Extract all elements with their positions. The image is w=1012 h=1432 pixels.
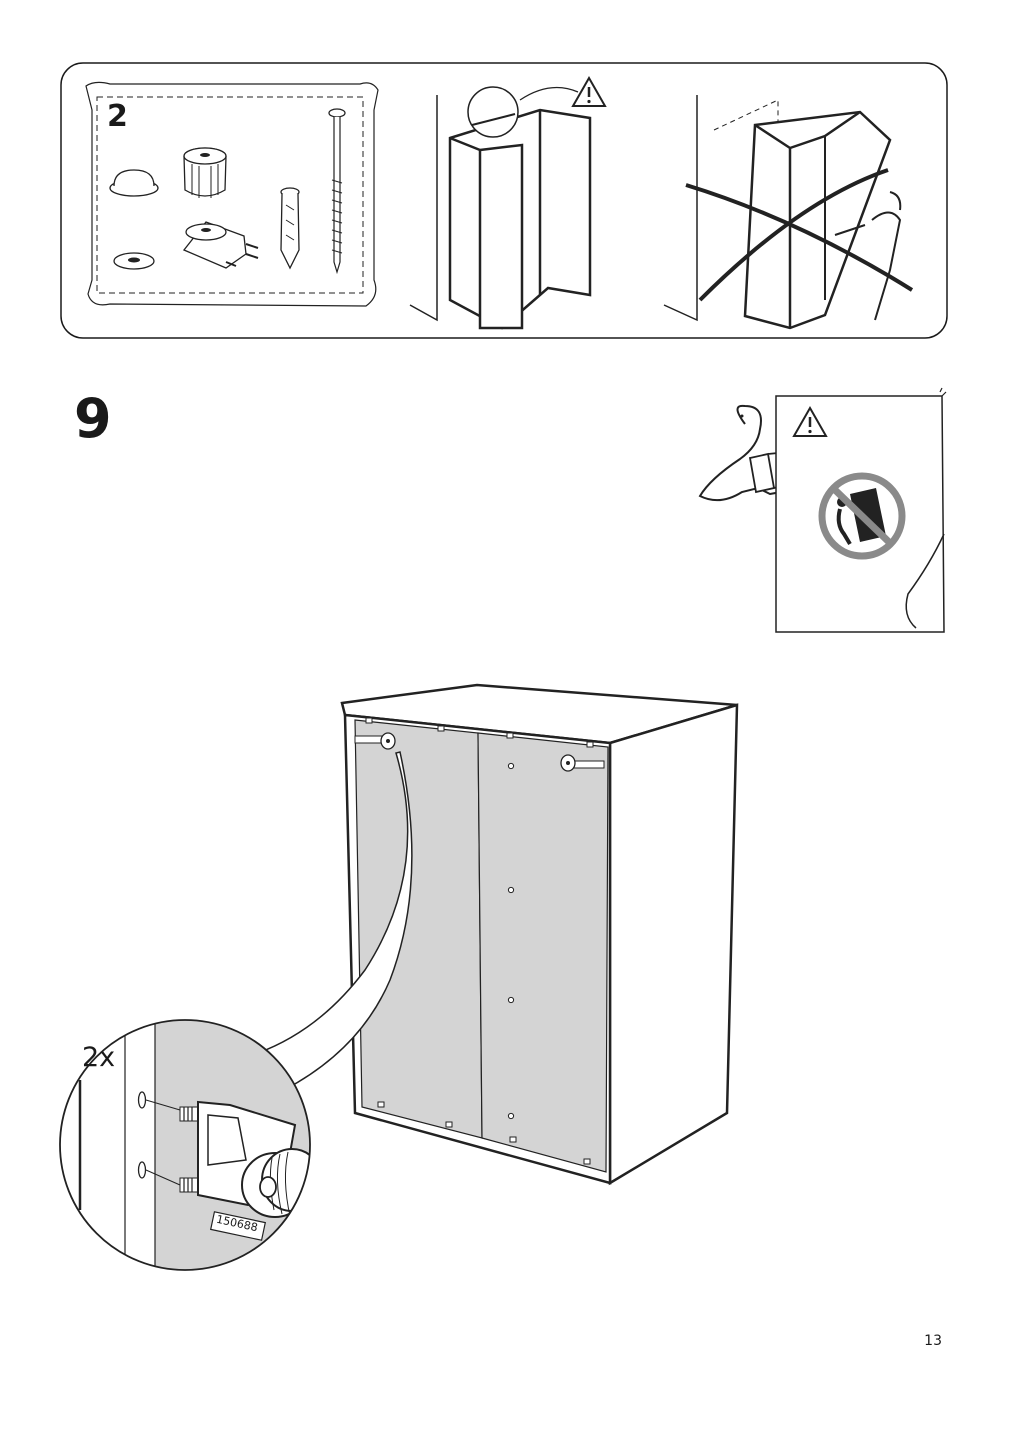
washer-icon (113, 252, 155, 270)
bracket-fitting-icon (182, 221, 259, 269)
wall-plug-icon (280, 187, 300, 270)
read-manual-icon (698, 387, 947, 633)
wall-anchor-kit-bag (85, 81, 379, 307)
wall-mounted-cabinet-illustration (409, 75, 607, 330)
quantity-label: 2x (82, 1042, 116, 1073)
warning-triangle-icon (792, 405, 828, 437)
fitting-left (354, 732, 396, 750)
cabinet-rear-illustration (256, 683, 739, 1186)
step-number: 9 (74, 387, 112, 450)
fitting-detail-callout (59, 1019, 311, 1271)
prohibited-tipping-icon (818, 472, 906, 560)
page-number: 13 (924, 1333, 942, 1349)
tipping-cabinet-prohibited-illustration (663, 95, 914, 330)
warning-triangle-icon (571, 75, 607, 107)
screw-icon (328, 108, 346, 275)
fitting-right (560, 754, 605, 772)
kit-count: 2 (107, 99, 128, 134)
dome-cap-icon (109, 169, 159, 197)
knob-fitting-icon (183, 147, 227, 198)
safety-panel-frame (60, 62, 948, 339)
